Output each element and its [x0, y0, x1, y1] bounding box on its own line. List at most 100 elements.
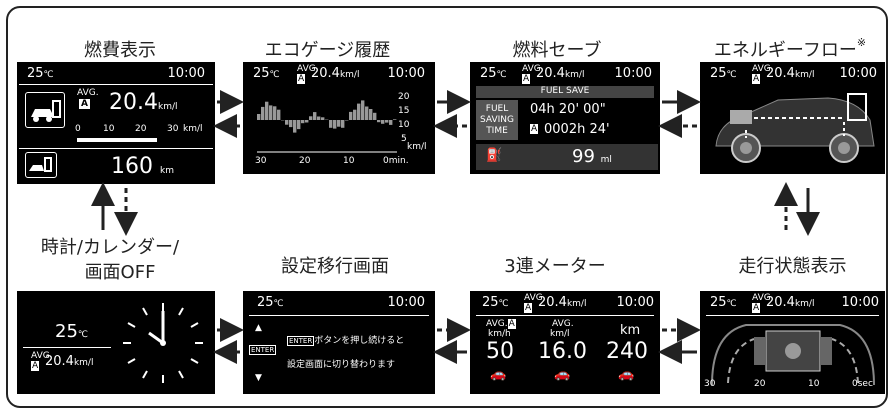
avg-value: 20.4km/l: [109, 90, 178, 115]
screen-fuel-display: 25℃ 10:00 AVG. A 20.4km/l 0 10 20 30 km/…: [17, 62, 215, 184]
avg-badge: A: [79, 99, 90, 109]
eco-bar: [285, 120, 289, 125]
saved-fuel-box: ⛽ 99 ml: [476, 144, 658, 170]
temp-value: 25℃: [710, 295, 737, 310]
label-line: TIME: [486, 126, 508, 136]
fuel-icon: ⛽: [486, 148, 503, 163]
trip-value: 0002h 24': [544, 122, 610, 137]
x-tick: 10: [343, 156, 355, 166]
temp-value: 25℃: [55, 321, 89, 342]
eco-bar: [349, 111, 353, 120]
eco-bar: [269, 105, 273, 120]
eco-bar: [273, 106, 277, 120]
y-tick: 5: [401, 134, 407, 144]
avg-badge: A: [524, 303, 533, 313]
screen-clock: 25℃ AVG A 20.4km/l: [17, 291, 215, 394]
clock-divider: [23, 347, 111, 348]
clock-value: 10:00: [614, 66, 652, 81]
clock-value: 10:00: [839, 66, 877, 81]
avg-label: AVG: [752, 64, 771, 74]
eco-bar: [317, 116, 321, 120]
title-energy-flow: エネルギーフロー※: [695, 36, 885, 62]
y-tick: 15: [398, 106, 410, 116]
eco-bar: [321, 117, 325, 120]
meter1-unit: km/h: [488, 329, 511, 339]
avg-value: 20.4km/l: [311, 66, 360, 81]
eco-bar: [329, 120, 333, 128]
fuel-pump-car-icon: [25, 92, 65, 128]
eco-bar: [297, 120, 301, 130]
x-tick: 30: [255, 156, 267, 166]
eco-bar: [389, 120, 393, 125]
eco-bar: [345, 120, 349, 121]
header-divider: [249, 315, 429, 316]
avg-label: AVG: [297, 64, 316, 74]
clock-value: 10:00: [387, 66, 425, 81]
saved-value: 99 ml: [572, 146, 612, 167]
down-arrow-icon: ▼: [255, 373, 262, 383]
avg-label: AVG: [31, 351, 50, 361]
clock-value: 10:00: [167, 66, 205, 81]
avg-label: AVG: [524, 293, 543, 303]
eco-bar: [369, 109, 373, 120]
avg-label: AVG.: [77, 88, 99, 98]
avg-badge: A: [752, 74, 761, 84]
title-driving-state: 走行状態表示: [738, 256, 847, 277]
meter2-unit: km/l: [550, 329, 570, 339]
avg-label: AVG: [522, 64, 541, 74]
fuel-saving-time-box: FUEL SAVING TIME: [476, 100, 518, 140]
eco-bar: [357, 103, 361, 120]
eco-bar: [337, 120, 341, 127]
x-tick: 0min.: [383, 156, 409, 166]
title-energy-flow-text: エネルギーフロー: [713, 40, 857, 61]
y-unit: km/l: [407, 142, 427, 152]
scale-unit: km/l: [183, 124, 203, 134]
avg-badge: A: [522, 74, 531, 84]
fuel-scale: 0 10 20 30 km/l: [75, 124, 205, 136]
eco-bar: [377, 120, 381, 123]
meter1-value: 50: [486, 339, 514, 364]
temp-value: 25℃: [482, 295, 509, 310]
avg-badge: A: [31, 361, 40, 371]
label-line: SAVING: [480, 115, 514, 125]
analog-clock-icon: [123, 303, 203, 383]
fuel-bar: [77, 138, 157, 142]
eco-bar: [309, 116, 313, 120]
eco-bar: [305, 120, 309, 123]
chassis-icon: [711, 324, 875, 386]
eco-bar: [333, 120, 337, 129]
instruction-line2: 設定画面に切り替わります: [287, 360, 396, 370]
title-fuel-display: 燃費表示: [84, 40, 156, 61]
enter-key-icon: ENTER: [249, 345, 277, 355]
header-divider: [476, 315, 654, 316]
avg-label: AVG: [752, 293, 771, 303]
temp-value: 25℃: [27, 66, 54, 81]
up-arrow-icon: ▲: [255, 323, 262, 333]
saving-time-value: 04h 20' 00": [530, 102, 606, 117]
clock-value: 10:00: [387, 295, 425, 310]
label-line: FUEL: [485, 104, 509, 114]
temp-value: 25℃: [710, 66, 737, 81]
eco-bar: [289, 120, 293, 128]
meter3-value: 240: [606, 339, 648, 364]
meter2-label: AVG.: [552, 319, 574, 329]
title-triple-meter: 3連メーター: [504, 256, 606, 277]
avg-value: 20.4km/l: [538, 295, 587, 310]
y-tick: 20: [398, 92, 410, 102]
title-settings-transition: 設定移行画面: [281, 256, 389, 277]
diagram-frame: [6, 6, 888, 408]
range-fuel-icon: [25, 152, 57, 178]
title-eco-gauge-history: エコゲージ履歴: [264, 40, 391, 61]
eco-bar: [277, 109, 281, 120]
avg-value: 20.4km/l: [766, 66, 815, 81]
meter2-value: 16.0: [538, 339, 587, 364]
x-tick: 20: [299, 156, 311, 166]
eco-bar: [313, 112, 317, 120]
temp-value: 25℃: [253, 66, 280, 81]
fuel-save-banner: FUEL SAVE: [476, 86, 654, 98]
title-screen-off: 画面OFF: [84, 262, 156, 283]
meter1-label: AVG.A: [486, 319, 516, 329]
eco-bar: [365, 106, 369, 120]
eco-bar: [373, 112, 377, 120]
